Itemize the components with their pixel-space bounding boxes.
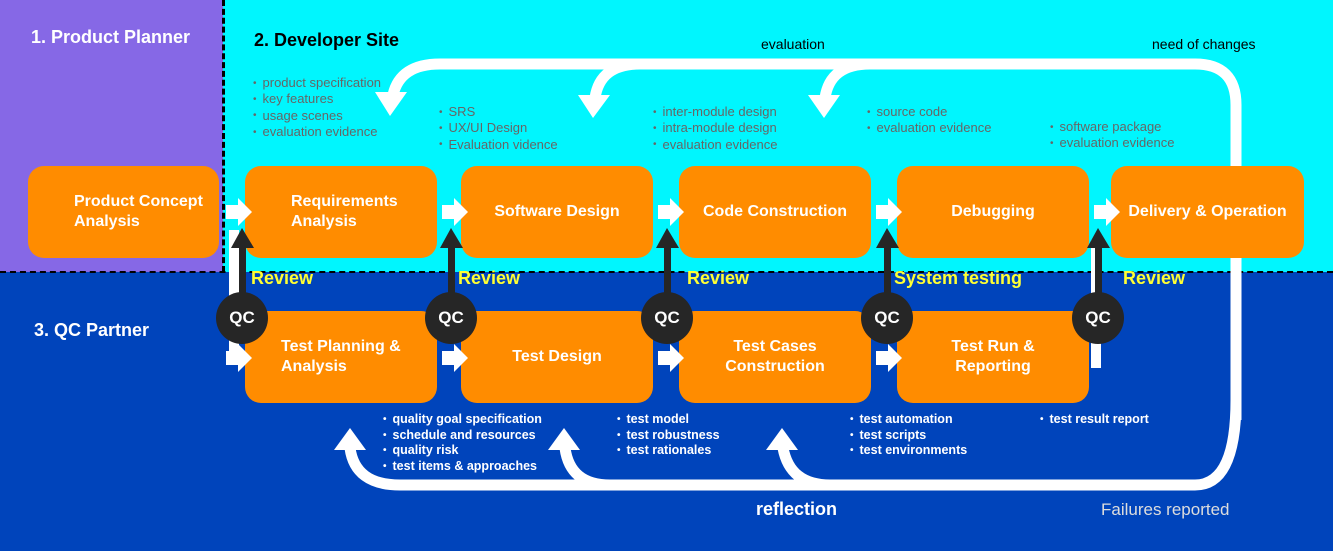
review-label: Review (687, 268, 750, 288)
review-label: Review (251, 268, 314, 288)
note-item: test result report (1040, 412, 1149, 428)
test-run-notes: test result report (1040, 412, 1149, 428)
requirements-notes: product specification key features usage… (253, 75, 382, 140)
note-item: SRS (439, 104, 558, 120)
qc-partner-title: 3. QC Partner (34, 320, 150, 340)
box-label: Product Concept Analysis (74, 193, 203, 230)
note-item: quality risk (383, 443, 542, 459)
note-item: test scripts (850, 428, 967, 444)
software-design-notes: SRS UX/UI Design Evaluation vidence (439, 104, 558, 153)
test-planning-analysis-box: Test Planning & Analysis (245, 311, 437, 403)
note-item: inter-module design (653, 104, 777, 120)
note-item: evaluation evidence (653, 137, 778, 153)
qc-badge: QC (641, 292, 693, 344)
review-label: Review (458, 268, 521, 288)
debugging-box: Debugging (897, 166, 1089, 258)
note-item: test automation (850, 412, 967, 428)
zone-divider-vertical (222, 0, 225, 272)
test-cases-notes: test automation test scripts test enviro… (850, 412, 968, 459)
box-label: Test Run & Reporting (951, 338, 1035, 375)
note-item: evaluation evidence (1050, 135, 1175, 151)
box-label: Debugging (951, 203, 1035, 220)
delivery-operation-box: Delivery & Operation (1111, 166, 1304, 258)
note-item: product specification (253, 75, 382, 91)
note-item: UX/UI Design (439, 120, 558, 136)
test-design-notes: test model test robustness test rational… (617, 412, 720, 459)
note-item: schedule and resources (383, 428, 542, 444)
note-item: evaluation evidence (867, 120, 992, 136)
evaluation-label: evaluation (761, 36, 825, 52)
failures-reported-label: Failures reported (1101, 500, 1230, 519)
test-design-box: Test Design (461, 311, 653, 403)
test-cases-construction-box: Test Cases Construction (679, 311, 871, 403)
delivery-notes: software package evaluation evidence (1050, 119, 1175, 152)
product-concept-analysis-box: Product Concept Analysis (28, 166, 219, 258)
note-item: test model (617, 412, 720, 428)
developer-site-title: 2. Developer Site (254, 30, 400, 50)
note-item: usage scenes (253, 108, 381, 124)
qc-badge: QC (216, 292, 268, 344)
reflection-label: reflection (756, 499, 838, 519)
note-item: evaluation evidence (253, 124, 381, 140)
note-item: Evaluation vidence (439, 137, 558, 153)
product-planner-title: 1. Product Planner (31, 27, 191, 47)
test-planning-notes: quality goal specification schedule and … (383, 412, 542, 474)
qc-badge: QC (861, 292, 913, 344)
note-item: quality goal specification (383, 412, 542, 428)
box-label: Delivery & Operation (1128, 203, 1287, 220)
qc-badge: QC (1072, 292, 1124, 344)
code-construction-notes: inter-module design intra-module design … (653, 104, 778, 153)
box-label: Test Cases Construction (725, 338, 825, 375)
box-label: Requirements Analysis (291, 193, 398, 230)
note-item: test rationales (617, 443, 720, 459)
qc-badge: QC (425, 292, 477, 344)
requirements-analysis-box: Requirements Analysis (245, 166, 437, 258)
note-item: intra-module design (653, 120, 777, 136)
box-label: Software Design (494, 203, 620, 220)
system-testing-label: System testing (894, 268, 1023, 288)
box-label: Test Planning & Analysis (281, 338, 401, 375)
need-of-changes-label: need of changes (1152, 36, 1256, 52)
note-item: test environments (850, 443, 968, 459)
box-label: Code Construction (703, 203, 847, 220)
review-label: Review (1123, 268, 1186, 288)
note-item: source code (867, 104, 991, 120)
note-item: test robustness (617, 428, 720, 444)
software-design-box: Software Design (461, 166, 653, 258)
code-construction-box: Code Construction (679, 166, 871, 258)
note-item: software package (1050, 119, 1174, 135)
note-item: key features (253, 91, 381, 107)
debugging-notes: source code evaluation evidence (867, 104, 992, 137)
box-label: Test Design (512, 348, 602, 365)
test-run-reporting-box: Test Run & Reporting (897, 311, 1089, 403)
note-item: test items & approaches (383, 459, 542, 475)
